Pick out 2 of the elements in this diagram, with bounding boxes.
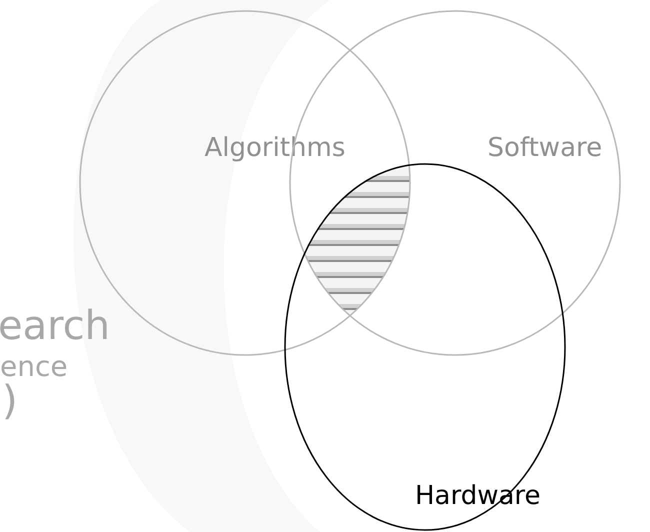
cut-off-text: earch	[0, 303, 110, 349]
set-label: Software	[488, 133, 602, 163]
